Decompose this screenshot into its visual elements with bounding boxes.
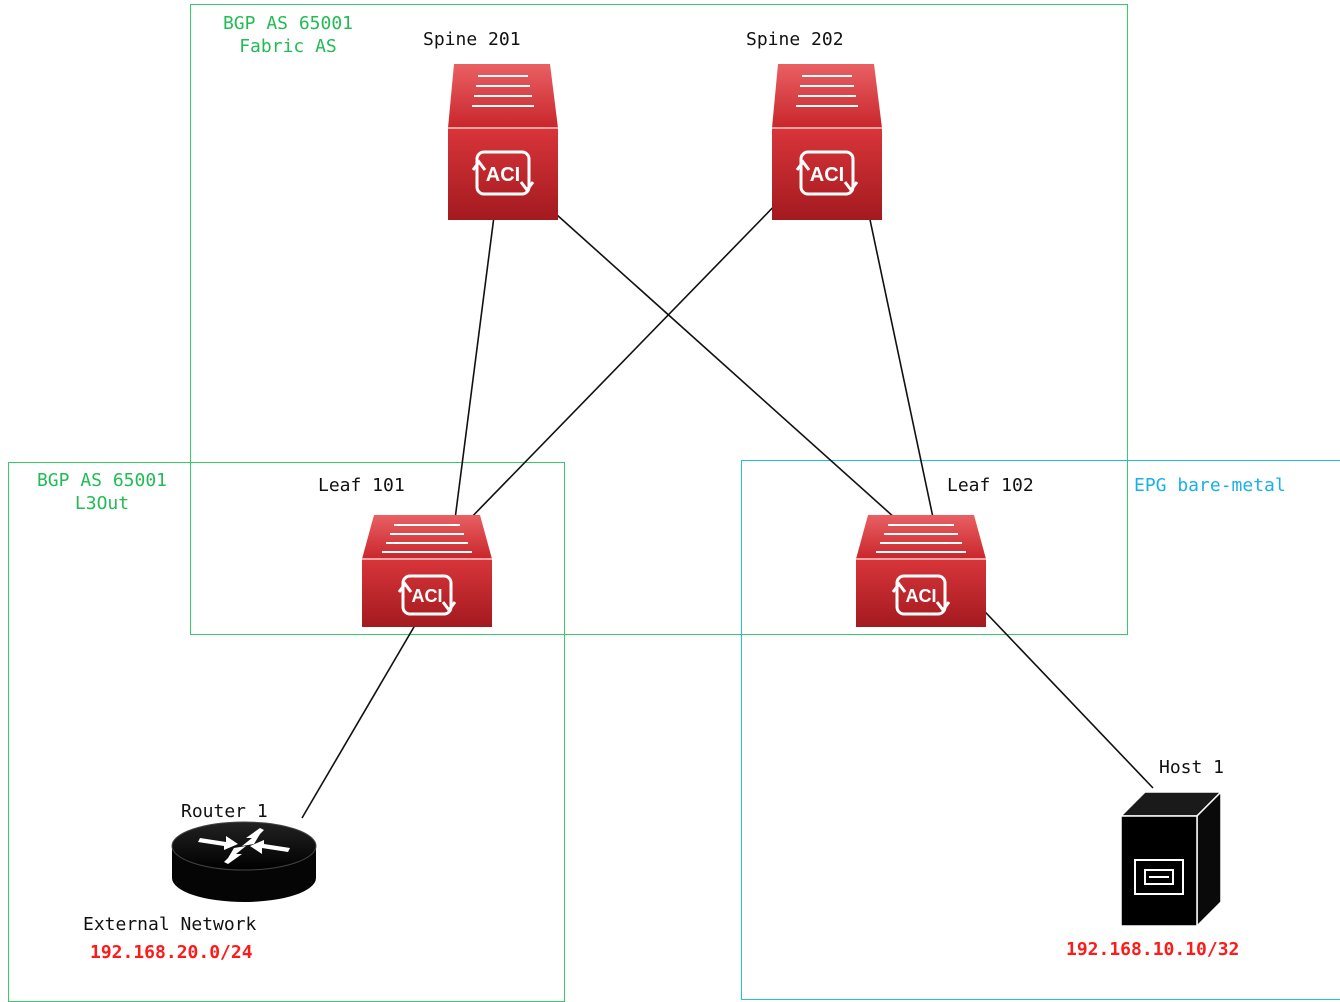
l3out-zone-title: BGP AS 65001	[36, 470, 168, 491]
fabric-zone-label: BGP AS 65001 Fabric AS	[200, 12, 376, 58]
leaf-101-icon[interactable]: ACI	[362, 515, 492, 627]
link-leaf102-host1	[968, 594, 1154, 789]
leaf-102-badge: ACI	[906, 586, 937, 606]
link-spine201-leaf101	[453, 192, 498, 528]
link-leaf101-router1	[301, 602, 429, 819]
fabric-zone	[190, 4, 1128, 635]
leaf-102-icon[interactable]: ACI	[856, 515, 986, 627]
router-1-label: Router 1	[181, 801, 268, 822]
router-icon[interactable]	[171, 821, 317, 902]
fabric-zone-subtitle: Fabric AS	[239, 36, 337, 57]
leaf-101-label: Leaf 101	[318, 475, 405, 496]
spine-201-label: Spine 201	[423, 29, 521, 50]
spine-201-icon[interactable]: ACI	[448, 64, 558, 220]
leaf-102-label: Leaf 102	[947, 475, 1034, 496]
host-1-label: Host 1	[1159, 757, 1225, 778]
spine-202-label: Spine 202	[746, 29, 844, 50]
external-network-address: 192.168.20.0/24	[90, 942, 253, 963]
spine-202-icon[interactable]: ACI	[772, 64, 882, 220]
spine-202-badge: ACI	[810, 164, 844, 186]
server-icon[interactable]	[1119, 790, 1223, 928]
topology-diagram: ACI ACI	[171, 64, 1223, 928]
link-spine202-leaf101	[461, 195, 785, 528]
link-spine201-leaf102	[536, 196, 906, 528]
spine-201-badge: ACI	[486, 164, 520, 186]
fabric-zone-title: BGP AS 65001	[222, 13, 354, 34]
external-network-label: External Network	[83, 914, 257, 935]
leaf-101-badge: ACI	[412, 586, 443, 606]
l3out-zone-label: BGP AS 65001 L3Out	[14, 469, 190, 515]
links	[301, 192, 1154, 819]
link-spine202-leaf102	[864, 195, 936, 528]
epg-zone-title: EPG bare-metal	[1134, 475, 1286, 496]
l3out-zone-subtitle: L3Out	[74, 493, 130, 514]
host-1-address: 192.168.10.10/32	[1066, 939, 1240, 960]
